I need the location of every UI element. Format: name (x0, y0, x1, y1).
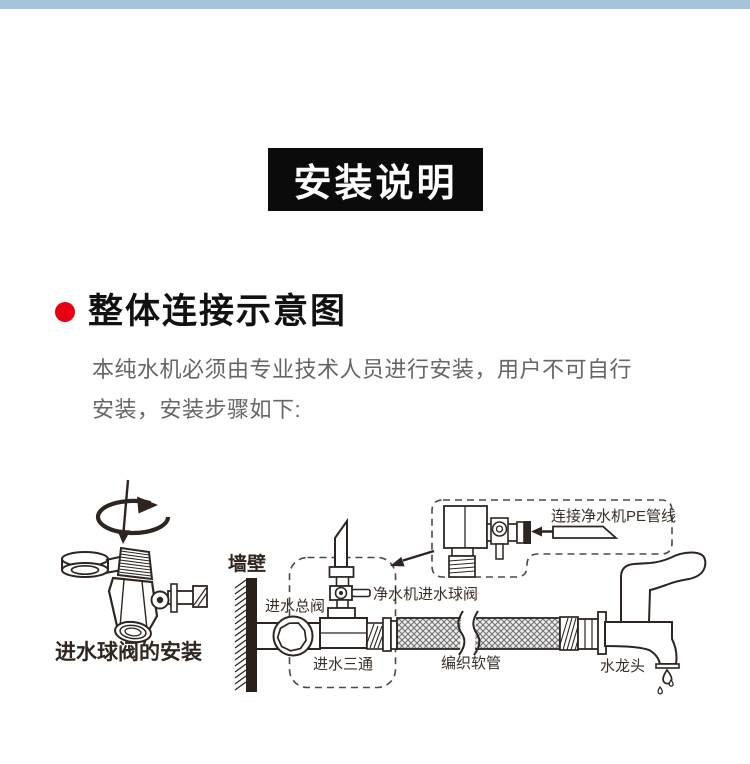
tee-graphic (319, 517, 398, 652)
purifier-valve-label: 净水机进水球阀 (373, 586, 478, 603)
top-gradient-band (0, 0, 750, 9)
faucet-label: 水龙头 (600, 658, 645, 675)
braided-hose-graphic (396, 610, 561, 656)
install-note-line1: 本纯水机必须由专业技术人员进行安装，用户不可自行 (92, 357, 633, 382)
section-title: 整体连接示意图 (88, 292, 348, 331)
callout-pointer-arrow-icon (390, 549, 435, 567)
faucet-body (604, 621, 678, 665)
ball-valve-illustration (61, 546, 208, 644)
callout-label: 连接净水机PE管线 (551, 508, 676, 525)
wall-label: 墙壁 (228, 552, 266, 575)
install-title: 安装说明 (293, 163, 458, 205)
water-drop-icon (657, 669, 674, 695)
pe-tube-graphic (334, 517, 348, 568)
section-header: 整体连接示意图 (55, 283, 347, 334)
red-bullet-icon (55, 301, 75, 322)
install-title-box: 安装说明 (268, 148, 483, 211)
tee-label: 进水三通 (313, 656, 373, 673)
callout-dashed-box (431, 499, 673, 578)
install-note-line2: 安装，安装步骤如下: (92, 397, 302, 422)
faucet-graphic (558, 551, 707, 695)
wall-graphic (234, 578, 257, 692)
callout-valve-graphic (443, 505, 531, 578)
inlet-valve-circle (272, 615, 314, 657)
pe-pipe-graphic (552, 525, 619, 539)
faucet-handle (620, 551, 707, 623)
braided-hose-label: 编织软管 (441, 655, 501, 672)
connection-diagram: 进水球阀的安装 墙壁 进水总阀 净水机进水球阀 进水三通 编织软管 水龙头 连接… (55, 479, 707, 695)
install-note: 本纯水机必须由专业技术人员进行安装，用户不可自行 安装，安装步骤如下: (92, 350, 712, 430)
rotation-arrow-icon (95, 479, 171, 544)
left-arrow-icon (531, 526, 553, 537)
main-inlet-valve-label: 进水总阀 (265, 598, 325, 615)
ball-valve-install-label: 进水球阀的安装 (55, 640, 202, 664)
